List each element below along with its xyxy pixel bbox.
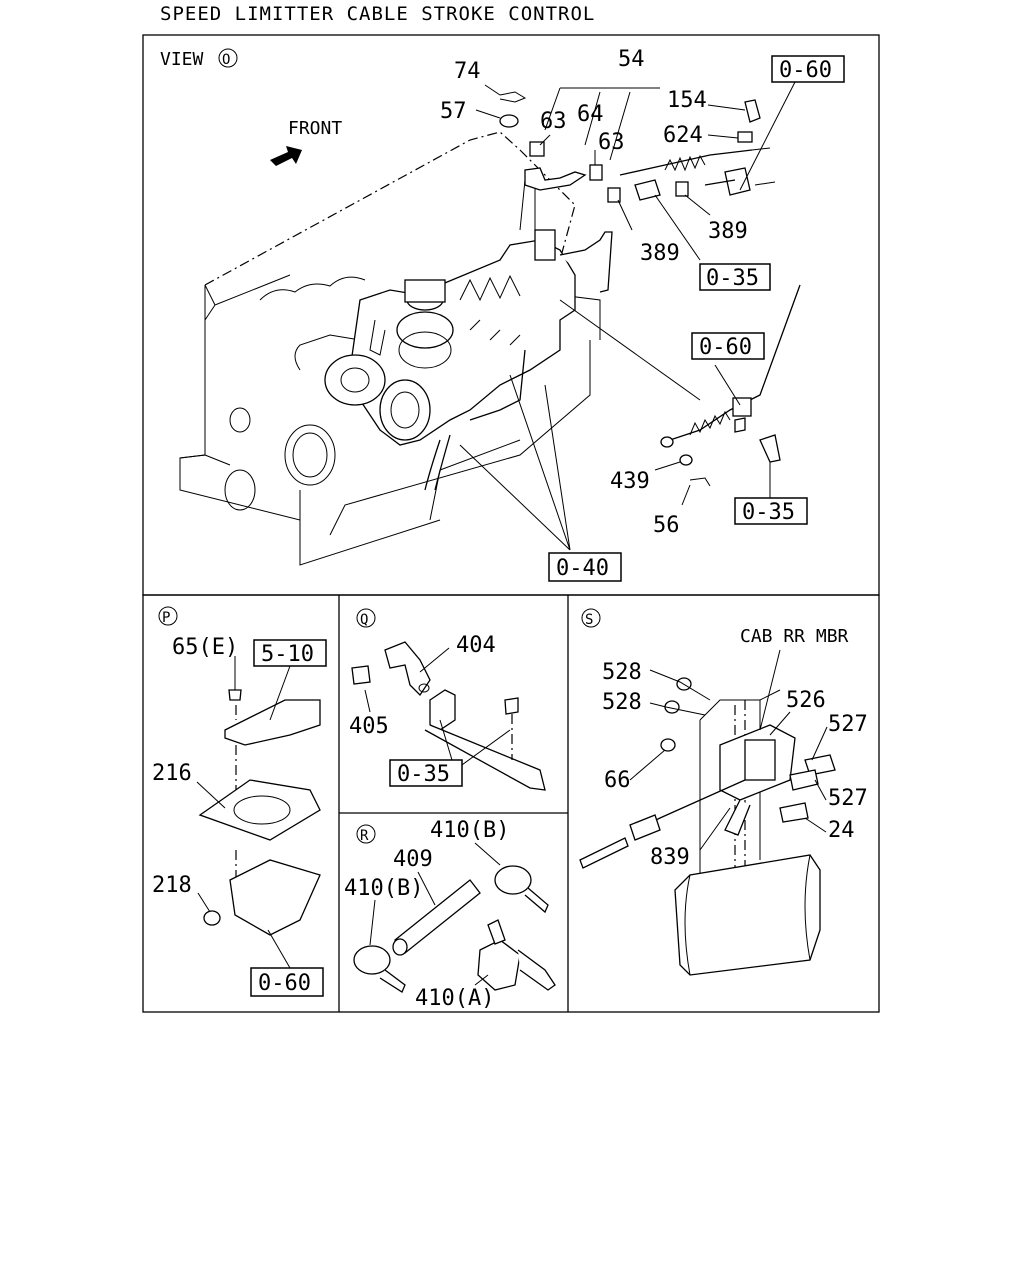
- front-arrow-icon: [270, 146, 302, 166]
- bolt-65: [228, 689, 242, 701]
- panel-r: R 410(B) 409 410(B) 410(A): [344, 818, 556, 1011]
- panel-s: S CAB RR MBR 528 528 526 527 66 527 24 8…: [579, 608, 868, 976]
- linkage-parts: [499, 91, 776, 203]
- panel-q: Q 404 405 0-35: [349, 608, 546, 791]
- callout-66: 66: [604, 768, 631, 793]
- bolt-154: [744, 99, 761, 123]
- callout-216: 216: [152, 761, 192, 786]
- callout-404: 404: [456, 633, 496, 658]
- callout-56: 56: [653, 513, 680, 538]
- bolt-0-35: [759, 434, 781, 463]
- main-view: VIEW O FRONT: [160, 47, 845, 582]
- callout-389: 389: [708, 219, 748, 244]
- bolt-527b: [789, 769, 819, 791]
- clip-624: [737, 131, 753, 143]
- callout-410b-top: 410(B): [430, 818, 509, 843]
- callout-64: 64: [577, 102, 604, 127]
- callout-54: 54: [618, 47, 645, 72]
- callout-63b: 63: [598, 130, 625, 155]
- ref-box-0-40[interactable]: [548, 552, 622, 582]
- bolt-24: [779, 802, 809, 823]
- callout-405: 405: [349, 714, 389, 739]
- ref-0-35-low: 0-35: [742, 500, 795, 525]
- nut-63b: [589, 164, 603, 181]
- callout-624: 624: [663, 123, 703, 148]
- ref-box-0-60[interactable]: [771, 55, 845, 83]
- callout-410b-left: 410(B): [344, 876, 423, 901]
- nut-63: [529, 141, 545, 157]
- ref-0-40: 0-40: [556, 556, 609, 581]
- callout-74: 74: [454, 59, 481, 84]
- control-cable: [619, 149, 753, 176]
- callout-839: 839: [650, 845, 690, 870]
- panel-r-marker: R: [360, 828, 369, 844]
- callout-527a: 527: [828, 712, 868, 737]
- ref-0-60-mid: 0-60: [699, 335, 752, 360]
- page-title: SPEED LIMITTER CABLE STROKE CONTROL: [160, 3, 596, 25]
- ref-box-0-60-p[interactable]: [250, 967, 324, 997]
- callout-526: 526: [786, 688, 826, 713]
- nut-218: [203, 910, 221, 926]
- callout-409: 409: [393, 847, 433, 872]
- bracket-404: [384, 641, 431, 697]
- cable-end: [704, 167, 751, 196]
- callout-24: 24: [828, 818, 855, 843]
- panel-s-marker: S: [585, 612, 593, 628]
- panel-p: P 65(E) 5-10 216 218 0-60: [152, 606, 327, 997]
- view-marker-circle: [218, 48, 238, 68]
- ref-0-60-p: 0-60: [258, 971, 311, 996]
- lever-64: [524, 167, 587, 191]
- callout-527b: 527: [828, 786, 868, 811]
- view-label: VIEW: [160, 49, 204, 70]
- callout-218: 218: [152, 873, 192, 898]
- fuel-injection-pump: [324, 179, 613, 491]
- ref-box-0-60b[interactable]: [691, 332, 765, 360]
- callout-528a: 528: [602, 660, 642, 685]
- pin-74: [499, 91, 527, 103]
- callout-63: 63: [540, 109, 567, 134]
- bracket: [634, 179, 661, 201]
- clamp-band: [494, 865, 532, 895]
- base-plate: [424, 724, 546, 791]
- washer-439: [679, 454, 693, 466]
- pin-56: [689, 477, 711, 487]
- leader-lines: [459, 81, 796, 551]
- ref-box-0-35[interactable]: [699, 263, 771, 291]
- callout-439: 439: [610, 469, 650, 494]
- callout-528b: 528: [602, 690, 642, 715]
- view-marker: O: [222, 52, 230, 68]
- ref-0-35-q: 0-35: [397, 762, 450, 787]
- callout-57: 57: [440, 99, 467, 124]
- ref-0-60-top: 0-60: [779, 58, 832, 83]
- lower-cable-assembly: [660, 284, 801, 487]
- bolt-405: [351, 665, 371, 685]
- ref-box-0-35b[interactable]: [734, 497, 808, 525]
- panel-q-marker: Q: [360, 612, 368, 628]
- callout-410a: 410(A): [415, 986, 494, 1011]
- front-label: FRONT: [288, 118, 342, 139]
- callout-389b: 389: [640, 241, 680, 266]
- ref-5-10: 5-10: [261, 642, 314, 667]
- panel-s-header: CAB RR MBR: [740, 626, 849, 647]
- gasket-216: [198, 779, 321, 841]
- washer-57: [499, 114, 519, 128]
- panel-p-marker: P: [162, 610, 170, 626]
- ref-box-0-35-q[interactable]: [389, 759, 463, 787]
- callout-154: 154: [667, 88, 707, 113]
- nut-389b: [675, 181, 689, 197]
- frame-rail: [674, 854, 821, 976]
- ref-0-35-top: 0-35: [706, 266, 759, 291]
- callout-65e: 65(E): [172, 635, 238, 660]
- engine-block: [179, 131, 601, 566]
- nut-389: [607, 187, 621, 203]
- actuator-body: [229, 859, 321, 936]
- detail-panels-frame: [142, 594, 880, 1013]
- cover-plate: [224, 699, 321, 746]
